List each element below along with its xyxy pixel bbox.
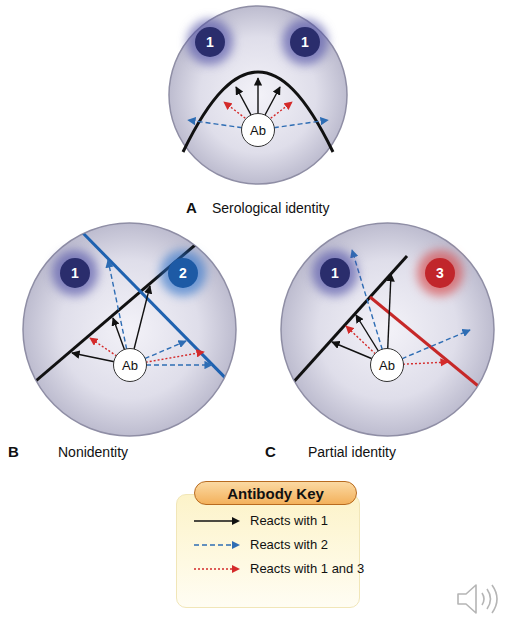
antigen-well: 2 (168, 258, 198, 288)
panel-caption: Partial identity (308, 444, 396, 460)
dish-outline (22, 222, 237, 437)
panel-caption: Nonidentity (58, 444, 128, 460)
legend-row: Reacts with 1 (192, 513, 328, 529)
speaker-body (458, 585, 476, 613)
well-number: 1 (206, 35, 214, 49)
panel-letter: C (265, 444, 276, 460)
antibody-well: Ab (241, 113, 275, 147)
well-number: 3 (436, 266, 444, 280)
antigen-well: 1 (320, 258, 350, 288)
legend-sample (192, 515, 242, 527)
legend-line (194, 568, 234, 570)
legend-line (194, 544, 234, 546)
legend-text: Reacts with 2 (250, 537, 328, 553)
legend-row: Reacts with 1 and 3 (192, 561, 364, 577)
antigen-well: 3 (425, 258, 455, 288)
well-label: Ab (250, 124, 266, 137)
petri-dish: CPartial identity13Ab (280, 222, 495, 437)
dish-outline (168, 5, 348, 185)
well-number: 1 (301, 35, 309, 49)
legend-text: Reacts with 1 (250, 513, 328, 529)
legend-line (194, 520, 234, 522)
legend-row: Reacts with 2 (192, 537, 328, 553)
legend-sample (192, 563, 242, 575)
speaker-wave (482, 593, 484, 605)
well-number: 2 (179, 266, 187, 280)
legend-heading-pill: Antibody Key (194, 481, 357, 505)
antibody-well: Ab (113, 348, 147, 382)
legend-arrowhead (232, 517, 240, 525)
panel-caption: Serological identity (212, 200, 330, 216)
dish-circle (169, 6, 347, 184)
well-number: 1 (71, 266, 79, 280)
legend-text: Reacts with 1 and 3 (250, 561, 364, 577)
petri-dish: BNonidentity12Ab (22, 222, 237, 437)
antigen-well: 1 (290, 27, 320, 57)
speaker-wave (487, 589, 491, 609)
dish-circle (281, 223, 494, 436)
legend-sample (192, 539, 242, 551)
antigen-well: 1 (195, 27, 225, 57)
speaker-wave (492, 585, 497, 613)
panel-letter: A (186, 200, 197, 216)
panel-letter: B (8, 444, 19, 460)
petri-dish: ASerological identity11Ab (168, 5, 348, 185)
well-label: Ab (379, 359, 395, 372)
dish-outline (280, 222, 495, 437)
legend-arrowhead (232, 565, 240, 573)
well-number: 1 (331, 266, 339, 280)
legend-heading: Antibody Key (227, 485, 324, 502)
speaker-icon (452, 580, 508, 618)
well-label: Ab (122, 359, 138, 372)
legend-arrowhead (232, 541, 240, 549)
antibody-well: Ab (370, 348, 404, 382)
dish-circle (23, 223, 236, 436)
antigen-well: 1 (60, 258, 90, 288)
